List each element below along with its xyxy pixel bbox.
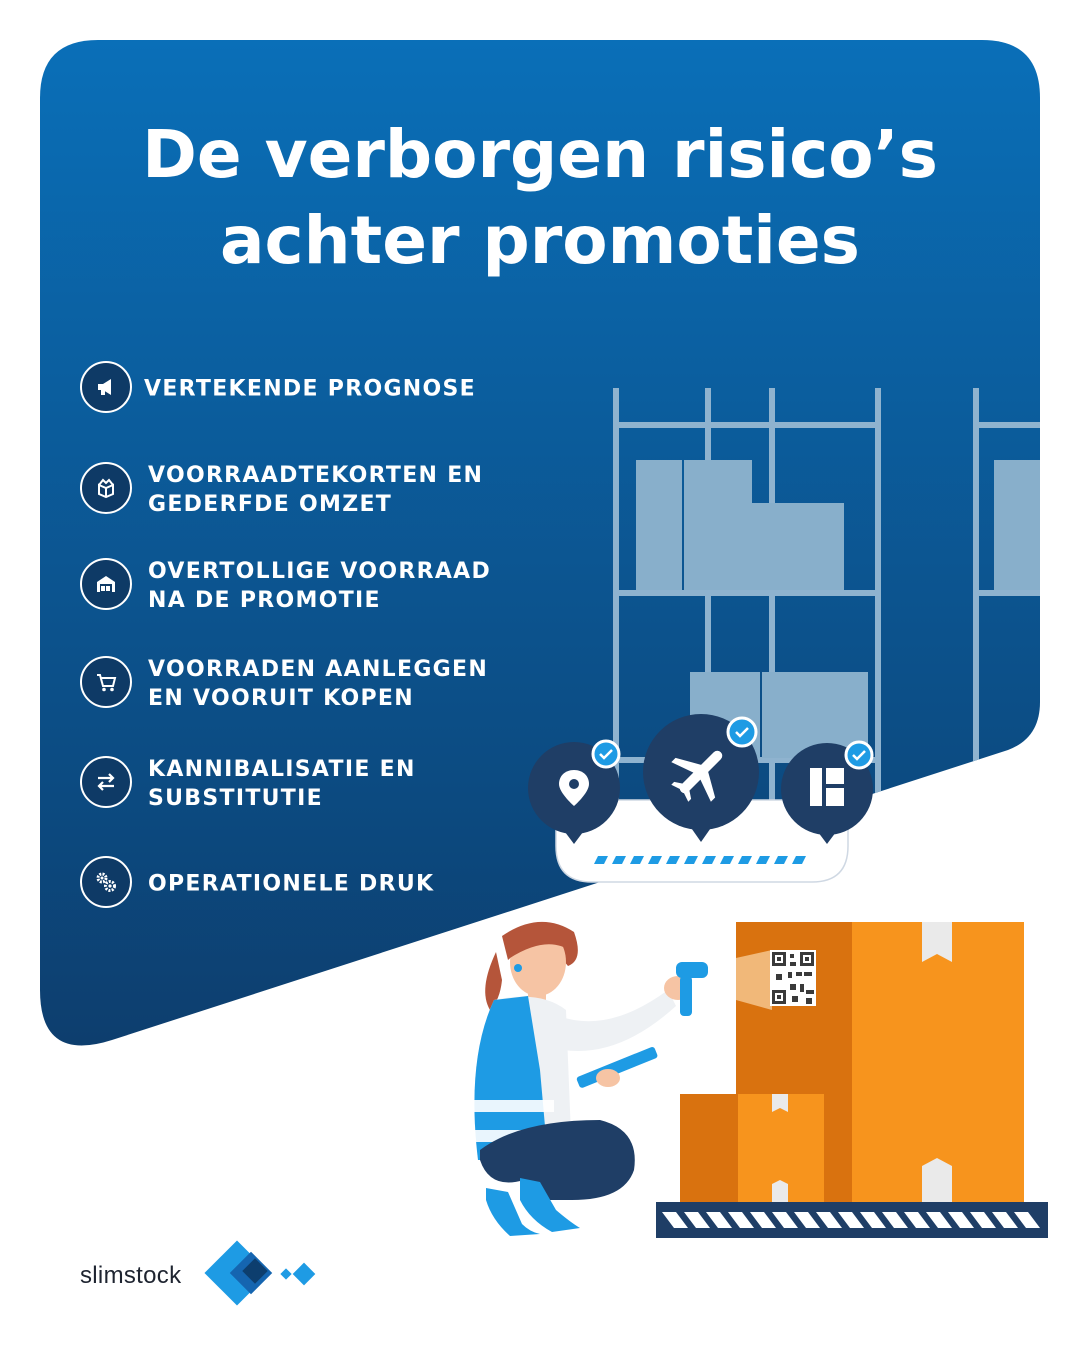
qr-code-icon [772, 952, 814, 1004]
risk-icon-circle [80, 361, 132, 413]
risk-item-overtollige-voorraad: OVERTOLLIGE VOORRAAD NA DE PROMOTIE [80, 558, 540, 614]
shopping-cart-icon [97, 674, 117, 692]
tracking-tray [555, 799, 849, 883]
risk-item-voorraden-aanleggen: VOORRADEN AANLEGGEN EN VOORUIT KOPEN [80, 656, 540, 712]
risk-label: OPERATIONELE DRUK [148, 871, 435, 897]
risk-item-voorraadtekorten: VOORRAADTEKORTEN EN GEDERFDE OMZET [80, 462, 540, 518]
risk-item-operationele-druk: OPERATIONELE DRUK [80, 856, 540, 912]
gears-icon [96, 872, 116, 892]
risk-label: VOORRAADTEKORTEN EN GEDERFDE OMZET [148, 463, 484, 517]
warehouse-worker [474, 921, 708, 1236]
page-title: De verborgen risico’s achter promoties [40, 112, 1040, 284]
megaphone-icon [98, 379, 111, 395]
pallet-layout-icon [781, 740, 874, 844]
risk-item-kannibalisatie: KANNIBALISATIE EN SUBSTITUTIE [80, 756, 540, 812]
open-box-icon [98, 478, 114, 499]
risk-icon-circle [80, 856, 132, 908]
cardboard-boxes [680, 922, 1024, 1202]
title-line-2: achter promoties [220, 202, 860, 279]
risk-label: KANNIBALISATIE EN SUBSTITUTIE [148, 757, 416, 811]
risk-icon-circle [80, 462, 132, 514]
warehouse-icon [97, 576, 115, 592]
risk-label: VOORRADEN AANLEGGEN EN VOORUIT KOPEN [148, 657, 489, 711]
risk-icon-circle [80, 558, 132, 610]
title-line-1: De verborgen risico’s [142, 116, 938, 193]
slimstock-logo-icon [204, 1240, 316, 1306]
risk-item-vertekende-prognose: VERTEKENDE PROGNOSE [80, 361, 540, 417]
risk-icon-circle [80, 656, 132, 708]
airplane-icon [643, 714, 759, 842]
conveyor-belt [656, 1202, 1048, 1238]
brand-name: slimstock [80, 1262, 182, 1289]
risk-label: OVERTOLLIGE VOORRAAD NA DE PROMOTIE [148, 559, 492, 613]
location-pin-icon [528, 739, 621, 844]
risk-icon-circle [80, 756, 132, 808]
swap-arrows-icon [97, 773, 115, 791]
risk-label: VERTEKENDE PROGNOSE [144, 376, 476, 402]
